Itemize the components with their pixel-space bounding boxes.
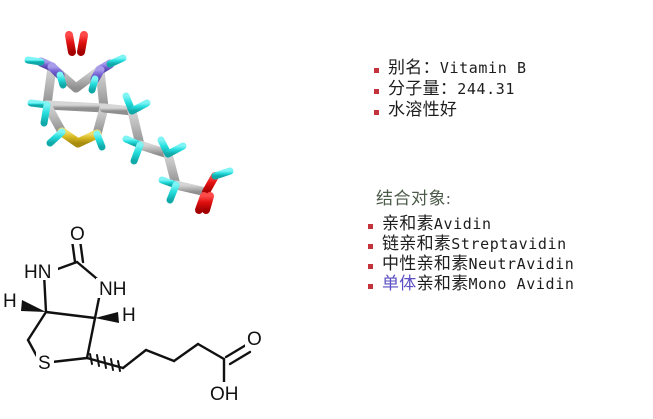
3d-carbon-skeleton <box>42 47 211 197</box>
binding-neutravidin-latin: NeutrAvidin <box>468 255 575 273</box>
binding-avidin-cn: 亲和素 <box>382 214 434 233</box>
square-bullet-icon <box>374 110 379 115</box>
square-bullet-icon <box>374 68 379 73</box>
binding-streptavidin-cn: 链亲和素 <box>382 234 452 253</box>
3d-oxygen-atoms <box>65 31 219 214</box>
binding-item-avidin: 亲和素Avidin <box>368 215 653 232</box>
biotin-3d-model <box>24 31 234 214</box>
binding-item-neutravidin: 中性亲和素NeutrAvidin <box>368 255 653 272</box>
binding-avidin-latin: Avidin <box>433 215 492 233</box>
binding-streptavidin-latin: Streptavidin <box>451 235 567 253</box>
square-bullet-icon <box>374 89 379 94</box>
binding-mono-latin: Mono Avidin <box>468 275 575 293</box>
label-hn: HN <box>24 262 51 283</box>
square-bullet-icon <box>368 244 373 249</box>
binding-partners-list: 结合对象: 亲和素Avidin 链亲和素Streptavidin 中性亲和素Ne… <box>368 184 653 295</box>
fact-item-molecular-weight: 分子量：244.31 <box>374 80 646 97</box>
label-carboxyl-oxygen: O <box>247 329 262 350</box>
fact-mw-label: 分子量：244.31 <box>388 79 515 98</box>
label-nh: NH <box>99 279 126 300</box>
facts-list: 别名：Vitamin B 分子量：244.31 水溶性好 <box>374 59 646 122</box>
fact-alias-value: Vitamin B <box>439 59 527 77</box>
fact-item-solubility: 水溶性好 <box>374 101 646 118</box>
binding-item-mono-avidin: 单体亲和素Mono Avidin <box>368 275 653 292</box>
3d-sulfur-bonds <box>57 127 102 148</box>
binding-item-streptavidin: 链亲和素Streptavidin <box>368 235 653 252</box>
square-bullet-icon <box>368 224 373 229</box>
square-bullet-icon <box>368 264 373 269</box>
square-bullet-icon <box>368 284 373 289</box>
label-h-right: H <box>122 305 136 326</box>
fact-item-alias: 别名：Vitamin B <box>374 59 646 76</box>
binding-neutravidin-cn: 中性亲和素 <box>382 254 469 273</box>
binding-heading: 结合对象: <box>376 189 452 208</box>
label-h-left: H <box>3 291 17 312</box>
binding-mono-cn: 亲和素 <box>416 274 469 293</box>
label-sulfur: S <box>38 353 51 374</box>
3d-hydrogen-atoms <box>24 54 234 204</box>
fact-mw-value: 244.31 <box>457 80 515 98</box>
fact-solubility-label: 水溶性好 <box>388 100 458 119</box>
label-carbonyl-oxygen: O <box>70 224 85 245</box>
label-hydroxyl: OH <box>210 384 239 405</box>
hashed-bond <box>89 353 121 372</box>
fact-alias-label: 别名：Vitamin B <box>388 58 527 77</box>
biotin-2d-structure: O HN NH H H S O OH <box>2 224 265 405</box>
atom-labels: O HN NH H H S O OH <box>2 224 265 405</box>
binding-mono-prefix: 单体 <box>382 274 417 293</box>
stereo-wedges <box>21 300 119 323</box>
